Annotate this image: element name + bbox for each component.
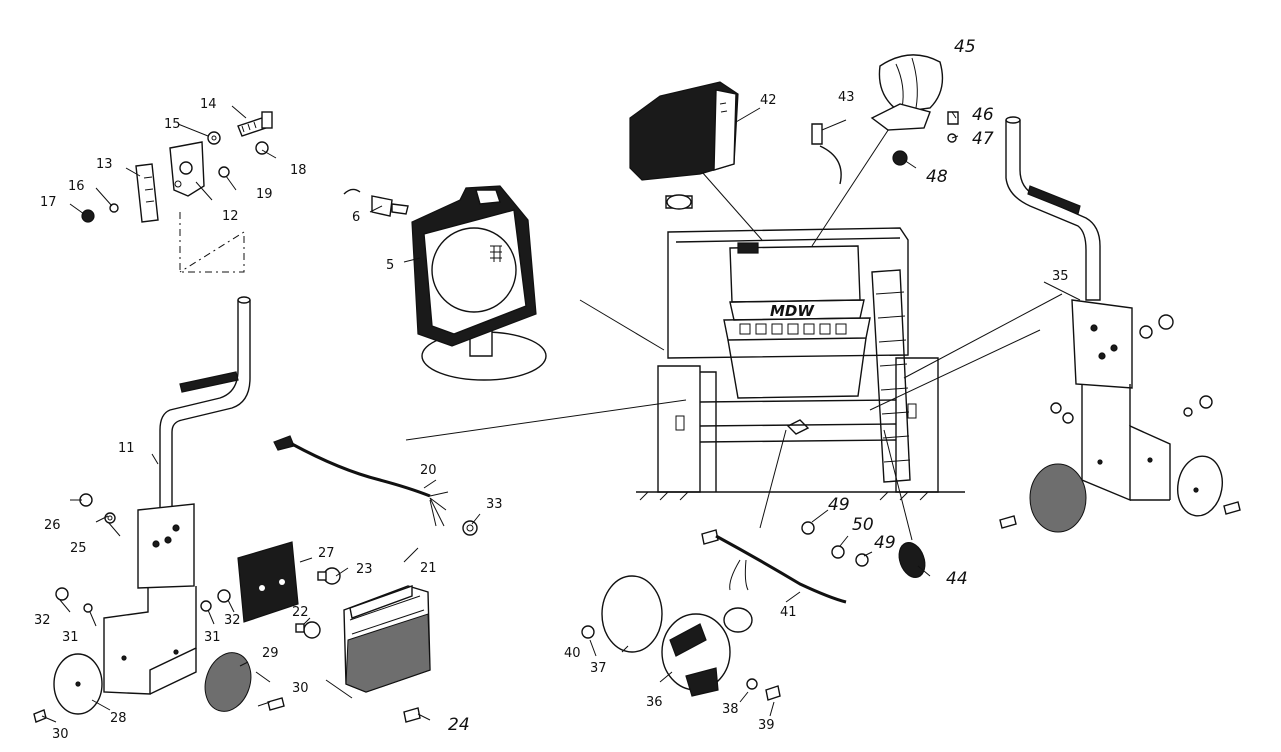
callout-32-right: 32 bbox=[224, 613, 241, 628]
callout-50: 50 bbox=[852, 515, 874, 535]
callout-14: 14 bbox=[200, 97, 217, 112]
callout-22: 22 bbox=[292, 605, 309, 620]
red-reflector-round-left bbox=[33, 652, 285, 723]
callout-18: 18 bbox=[290, 163, 307, 178]
callout-45: 45 bbox=[954, 37, 976, 57]
callout-38: 38 bbox=[722, 702, 739, 717]
fasteners-left bbox=[55, 493, 478, 613]
callout-21: 21 bbox=[420, 561, 437, 576]
callout-15: 15 bbox=[164, 117, 181, 132]
machine-rear-view: MDW bbox=[405, 111, 1063, 541]
callout-11: 11 bbox=[118, 441, 135, 456]
callout-29: 29 bbox=[262, 646, 279, 661]
work-lamp bbox=[343, 185, 547, 381]
bolts-left-top bbox=[81, 111, 273, 223]
callout-47: 47 bbox=[972, 129, 994, 149]
right-mounting-bracket bbox=[999, 116, 1241, 533]
trailer-socket bbox=[581, 575, 781, 701]
callout-numbers: 5 6 11 12 13 14 15 16 17 18 19 20 21 22 … bbox=[34, 37, 1069, 742]
rear-lamp-42 bbox=[629, 81, 739, 210]
callout-13: 13 bbox=[96, 157, 113, 172]
callout-33: 33 bbox=[486, 497, 503, 512]
callout-40: 40 bbox=[564, 646, 581, 661]
callout-27: 27 bbox=[318, 546, 335, 561]
callout-49-top: 49 bbox=[828, 495, 850, 515]
callout-35: 35 bbox=[1052, 269, 1069, 284]
callout-30-left: 30 bbox=[52, 727, 69, 742]
callout-5: 5 bbox=[386, 258, 394, 273]
leader-lines bbox=[41, 105, 1081, 723]
reflector-pad bbox=[237, 541, 299, 623]
callout-42: 42 bbox=[760, 93, 777, 108]
plate-and-clip bbox=[135, 141, 205, 223]
callout-46: 46 bbox=[972, 105, 994, 125]
callout-30-right: 30 bbox=[292, 681, 309, 696]
callout-28: 28 bbox=[110, 711, 127, 726]
callout-25: 25 bbox=[70, 541, 87, 556]
callout-36: 36 bbox=[646, 695, 663, 710]
callout-44: 44 bbox=[946, 569, 968, 589]
callout-43: 43 bbox=[838, 90, 855, 105]
callout-17: 17 bbox=[40, 195, 57, 210]
callout-16: 16 bbox=[68, 179, 85, 194]
callout-31-right: 31 bbox=[204, 630, 221, 645]
callout-32-left: 32 bbox=[34, 613, 51, 628]
left-mounting-bracket bbox=[103, 296, 251, 695]
callout-31-left: 31 bbox=[62, 630, 79, 645]
callout-23: 23 bbox=[356, 562, 373, 577]
wiring-harness-left bbox=[273, 435, 449, 527]
decal-icon bbox=[737, 242, 759, 254]
callout-48: 48 bbox=[926, 167, 948, 187]
callout-20: 20 bbox=[420, 463, 437, 478]
callout-24: 24 bbox=[448, 715, 470, 735]
machine-logo: MDW bbox=[770, 302, 815, 320]
beacon-45 bbox=[811, 54, 959, 185]
tail-lamp bbox=[295, 567, 431, 723]
callout-49-bottom: 49 bbox=[874, 533, 896, 553]
callout-37: 37 bbox=[590, 661, 607, 676]
callout-12: 12 bbox=[222, 209, 239, 224]
callout-39: 39 bbox=[758, 718, 775, 733]
callout-26: 26 bbox=[44, 518, 61, 533]
callout-6: 6 bbox=[352, 210, 360, 225]
callout-41: 41 bbox=[780, 605, 797, 620]
callout-19: 19 bbox=[256, 187, 273, 202]
wiring-harness-right bbox=[701, 521, 926, 604]
